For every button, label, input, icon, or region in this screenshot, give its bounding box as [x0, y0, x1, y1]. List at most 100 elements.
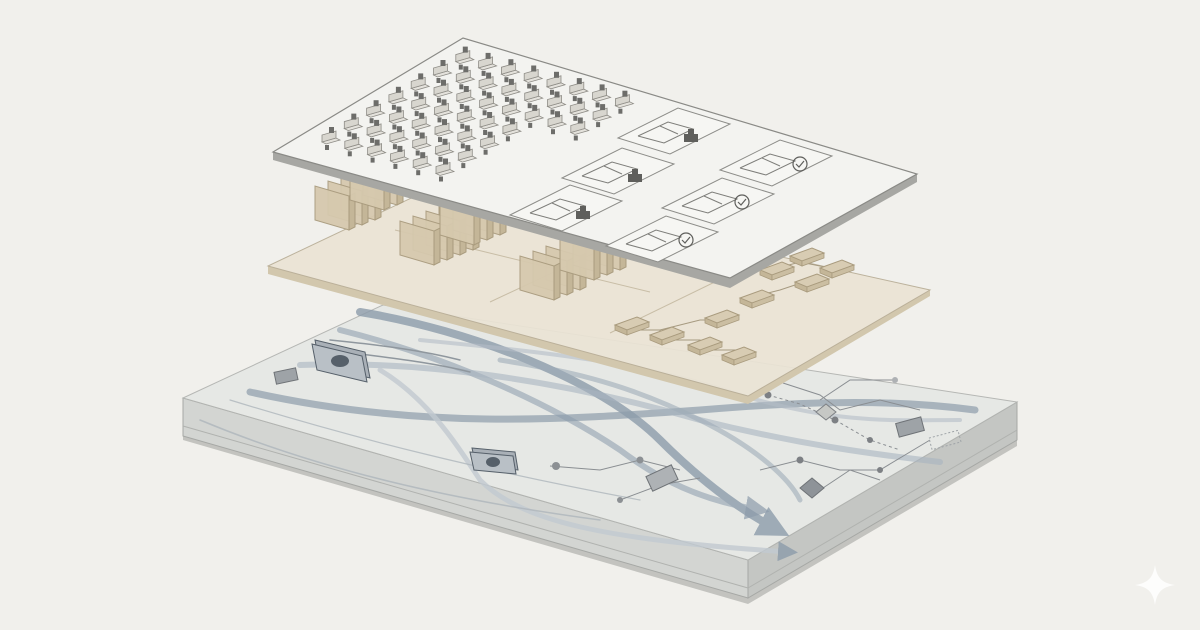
base-layer-inner-line-right	[747, 429, 1018, 589]
node-icon	[892, 377, 898, 383]
stamp-icon	[580, 206, 586, 212]
org-chart-box	[648, 326, 686, 346]
desk-cluster	[501, 118, 522, 142]
chair-icon	[573, 135, 578, 141]
floor-plan-walls	[739, 153, 797, 176]
desk-partition	[388, 90, 404, 103]
diamond-icon	[815, 403, 837, 421]
process-nodes	[273, 367, 962, 503]
desk-cluster	[410, 93, 431, 117]
node-icon	[552, 462, 560, 470]
chair-icon	[459, 84, 464, 90]
desk-partition	[389, 149, 405, 162]
chair-icon	[573, 115, 578, 121]
desk-cluster	[457, 145, 478, 169]
desk-partition	[546, 75, 562, 88]
desk-partition	[433, 83, 449, 96]
desk-partition	[435, 142, 450, 155]
org-chart-box	[613, 316, 651, 336]
chair-icon	[508, 59, 514, 66]
chair-icon	[550, 89, 554, 95]
chair-icon	[463, 86, 469, 92]
org-chart-box-front	[661, 331, 685, 346]
floor-plan-wall	[761, 157, 781, 167]
desk-cluster	[479, 112, 500, 135]
desk-partition	[389, 129, 405, 142]
chair-icon	[618, 108, 623, 114]
desk-cluster	[546, 111, 568, 135]
chair-icon	[395, 86, 401, 93]
desk-partition	[321, 130, 337, 143]
stamp-icon	[632, 169, 638, 175]
chair-icon	[482, 110, 487, 116]
desk-cluster	[524, 104, 545, 128]
chair-icon	[554, 71, 559, 78]
desk-cluster	[454, 46, 475, 70]
desk-partition	[410, 76, 426, 89]
chair-icon	[461, 163, 466, 169]
org-chart-box	[793, 273, 831, 293]
chair-icon	[550, 109, 555, 115]
node-icon	[617, 497, 623, 503]
desk-cluster	[456, 105, 477, 129]
chair-icon	[414, 91, 419, 97]
chair-icon	[509, 118, 515, 125]
chair-icon	[595, 102, 600, 108]
desk-cluster	[432, 79, 454, 103]
desk-partition	[366, 103, 382, 116]
checkmark-icon	[734, 194, 750, 210]
office-desks	[320, 46, 635, 182]
stamp-icon	[688, 129, 694, 135]
flow-arrows	[199, 308, 979, 562]
floor-plan-frame	[660, 177, 776, 225]
desk-cluster	[432, 60, 453, 83]
floor-plan-panels	[508, 107, 834, 263]
desk-cluster	[410, 73, 431, 97]
chair-icon	[555, 111, 560, 118]
flow-arrow	[337, 327, 770, 520]
desk-cluster	[365, 100, 386, 124]
org-block-side	[433, 227, 441, 266]
desk-partition	[455, 50, 471, 63]
desk-cluster	[501, 98, 522, 122]
chair-icon	[418, 93, 424, 100]
org-chart-box-front	[806, 278, 830, 293]
desk-partition	[344, 136, 360, 149]
desk-partition	[367, 143, 383, 156]
desk-cluster	[500, 78, 521, 102]
chair-icon	[418, 73, 424, 80]
chair-icon	[554, 91, 560, 98]
desk-cluster	[434, 158, 456, 182]
chair-icon	[508, 78, 514, 85]
chair-icon	[551, 129, 555, 135]
org-block-side	[553, 262, 561, 301]
desk-partition	[366, 123, 382, 136]
chair-icon	[392, 124, 397, 130]
chair-icon	[329, 127, 334, 133]
chair-icon	[596, 122, 601, 128]
chair-icon	[577, 97, 583, 104]
banknote-icon	[311, 339, 371, 383]
desk-partition	[456, 89, 472, 102]
desk-partition	[412, 135, 428, 149]
chair-icon	[485, 52, 491, 59]
floor-plan-wall	[703, 195, 723, 205]
chair-icon	[415, 130, 420, 136]
chair-icon	[504, 96, 509, 102]
floor-plan-frame	[616, 107, 732, 155]
desk-partition	[455, 69, 471, 82]
desk-cluster	[523, 65, 544, 89]
chair-icon	[483, 149, 488, 155]
floor-plan-walls	[625, 229, 683, 252]
desk-partition	[523, 68, 539, 82]
floor-plan-wall	[603, 165, 623, 175]
checkmark-icon	[792, 156, 808, 172]
org-chart-box-front	[801, 252, 825, 267]
org-chart-box-front	[831, 264, 855, 279]
floor-plan-wall	[659, 125, 679, 135]
floor-plan-panel	[508, 184, 624, 232]
desk-partition	[570, 120, 586, 134]
chair-icon	[419, 132, 425, 139]
chair-icon	[505, 116, 510, 122]
